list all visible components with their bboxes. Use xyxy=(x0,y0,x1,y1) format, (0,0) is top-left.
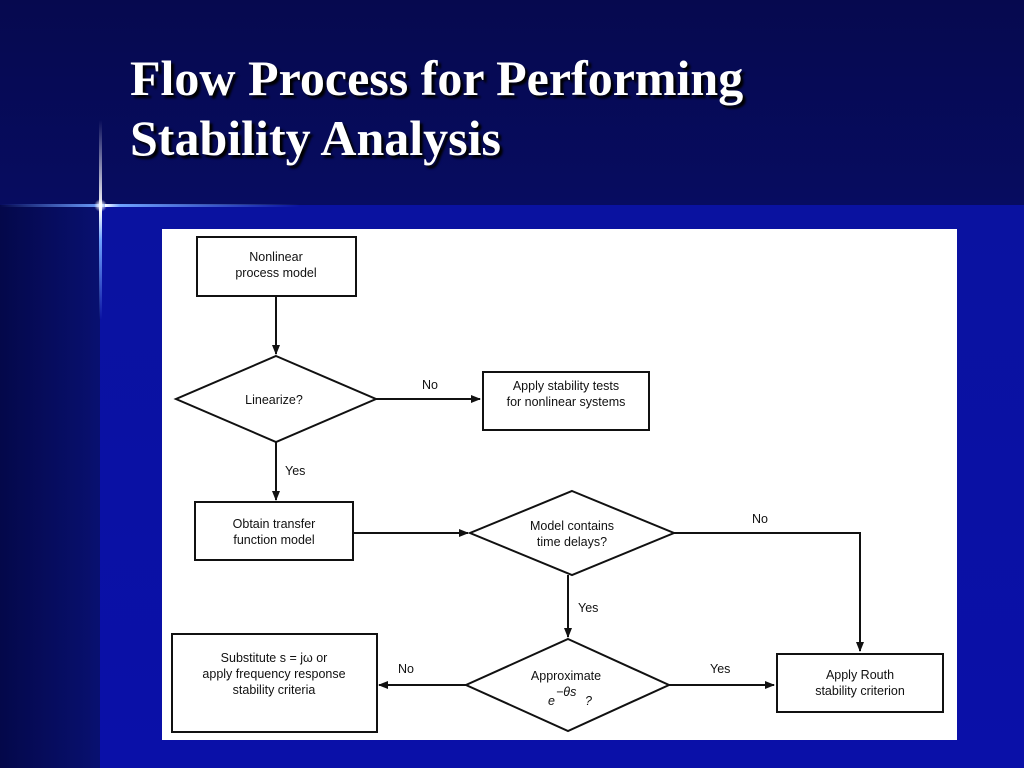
time-delays-line2: time delays? xyxy=(537,535,607,549)
routh-line1: Apply Routh xyxy=(826,668,894,682)
slide-title-line-1: Flow Process for Performing xyxy=(130,50,744,106)
flowchart-svg: Nonlinear process model Linearize? Apply… xyxy=(171,236,944,733)
approximate-exponential-base: e xyxy=(548,694,555,708)
nonlinear-model-line1: Nonlinear xyxy=(249,250,303,264)
node-nonlinear-tests xyxy=(482,371,650,431)
decorative-horizontal-line xyxy=(0,204,300,207)
substitute-line3: stability criteria xyxy=(233,683,316,697)
decorative-vertical-line xyxy=(99,120,102,320)
approximate-label: Approximate xyxy=(531,669,601,683)
edge-label-linearize-no: No xyxy=(422,378,438,392)
edge-delays-no xyxy=(674,532,864,652)
edge-label-approx-yes: Yes xyxy=(710,662,730,676)
edge-label-delays-no: No xyxy=(752,512,768,526)
substitute-line1: Substitute s = jω or xyxy=(221,651,328,665)
node-nonlinear-model xyxy=(196,236,357,297)
node-approximate xyxy=(463,637,672,733)
nonlinear-model-line2: process model xyxy=(235,266,316,280)
transfer-function-line2: function model xyxy=(233,533,314,547)
slide-title: Flow Process for Performing Stability An… xyxy=(130,48,1010,168)
approximate-exponent: −θs xyxy=(556,685,576,699)
node-time-delays xyxy=(467,489,677,577)
slide-title-line-2: Stability Analysis xyxy=(130,110,501,166)
substitute-line2: apply frequency response xyxy=(202,667,345,681)
nonlinear-tests-line2: for nonlinear systems xyxy=(507,395,626,409)
time-delays-line1: Model contains xyxy=(530,519,614,533)
sparkle-icon xyxy=(94,199,107,212)
nonlinear-tests-line1: Apply stability tests xyxy=(513,379,619,393)
transfer-function-line1: Obtain transfer xyxy=(233,517,316,531)
edge-label-approx-no: No xyxy=(398,662,414,676)
node-substitute xyxy=(171,633,378,733)
routh-line2: stability criterion xyxy=(815,684,905,698)
node-transfer-function xyxy=(194,501,354,561)
approximate-question-mark: ? xyxy=(585,694,592,708)
node-linearize xyxy=(173,354,379,444)
node-routh xyxy=(776,653,944,713)
flowchart: Nonlinear process model Linearize? Apply… xyxy=(162,229,957,740)
title-band xyxy=(0,0,1024,205)
edge-label-linearize-yes: Yes xyxy=(285,464,305,478)
edge-label-delays-yes: Yes xyxy=(578,601,598,615)
linearize-label: Linearize? xyxy=(245,393,303,407)
